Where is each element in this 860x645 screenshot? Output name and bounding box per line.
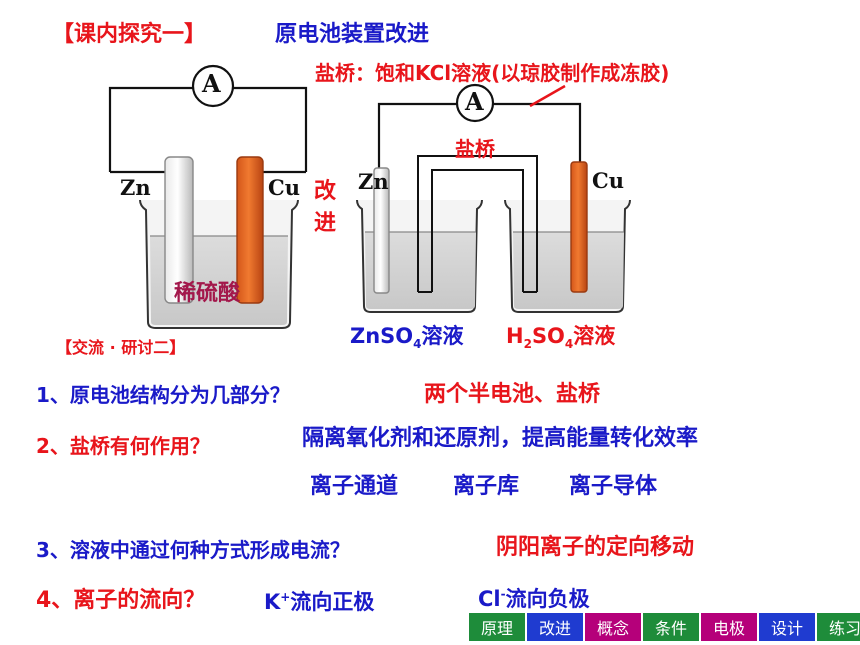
question-3: 3、溶液中通过何种方式形成电流？ xyxy=(36,538,350,562)
left-cell xyxy=(108,64,308,329)
salt-bridge-outer xyxy=(417,155,538,292)
right-wire-left xyxy=(377,102,458,172)
nav-design-button[interactable]: 设计 xyxy=(758,612,816,642)
answer-2-conductor: 离子导体 xyxy=(569,474,658,499)
left-ammeter-label: A xyxy=(202,69,221,98)
right-ammeter-label: A xyxy=(465,87,484,116)
answer-2-channel: 离子通道 xyxy=(310,474,399,499)
question-4: 4、离子的流向？ xyxy=(36,588,206,613)
znso4-solution-label: ZnSO4溶液 xyxy=(350,324,464,352)
right-wire-right xyxy=(492,102,582,165)
salt-bridge-note: 盐桥：饱和KCl溶液(以琼胶制作成冻胶) xyxy=(315,61,670,85)
nav-practice-button[interactable]: 练习 xyxy=(816,612,860,642)
h2so4-solution-label: H2SO4溶液 xyxy=(506,324,616,352)
nav-electrode-button[interactable]: 电极 xyxy=(700,612,758,642)
salt-bridge-label: 盐桥 xyxy=(455,137,495,161)
nav-improve-button[interactable]: 改进 xyxy=(526,612,584,642)
salt-bridge-inner xyxy=(431,169,524,292)
left-solution-label: 稀硫酸 xyxy=(174,281,241,306)
discussion-title: 【交流 · 研讨二】 xyxy=(56,338,186,357)
section-bracket-title: 【课内探究一】 xyxy=(52,22,207,47)
nav-bar: 原理 改进 概念 条件 电极 设计 练习 xyxy=(468,612,860,642)
answer-1: 两个半电池、盐桥 xyxy=(424,382,601,407)
answer-2-main: 隔离氧化剂和还原剂，提高能量转化效率 xyxy=(302,426,699,451)
answer-4-chloride: Cl-流向负极 xyxy=(478,587,590,611)
right-cell xyxy=(356,83,631,313)
improve-label-2: 进 xyxy=(314,211,337,236)
left-zn-label: Zn xyxy=(120,175,151,200)
left-wire-left xyxy=(108,86,197,172)
right-ammeter xyxy=(455,83,495,123)
right-cu-label: Cu xyxy=(592,168,624,193)
right-cu-electrode xyxy=(570,161,588,293)
right-zn-label: Zn xyxy=(358,169,389,194)
right-zn-electrode xyxy=(373,167,390,294)
nav-principle-button[interactable]: 原理 xyxy=(468,612,526,642)
left-ammeter xyxy=(191,64,235,108)
left-cu-label: Cu xyxy=(268,175,300,200)
nav-concept-button[interactable]: 概念 xyxy=(584,612,642,642)
section-title: 原电池装置改进 xyxy=(275,22,430,47)
answer-3: 阴阳离子的定向移动 xyxy=(496,535,695,560)
left-cu-electrode xyxy=(236,156,264,304)
left-wire-right xyxy=(229,86,308,172)
left-zn-electrode xyxy=(164,156,194,304)
question-2: 2、盐桥有何作用？ xyxy=(36,434,210,458)
improve-label-1: 改 xyxy=(314,179,337,204)
nav-condition-button[interactable]: 条件 xyxy=(642,612,700,642)
answer-2-reservoir: 离子库 xyxy=(453,474,520,499)
answer-4-potassium: K+流向正极 xyxy=(264,590,375,614)
note-pointer xyxy=(529,84,566,108)
question-1: 1、原电池结构分为几部分？ xyxy=(36,383,290,407)
